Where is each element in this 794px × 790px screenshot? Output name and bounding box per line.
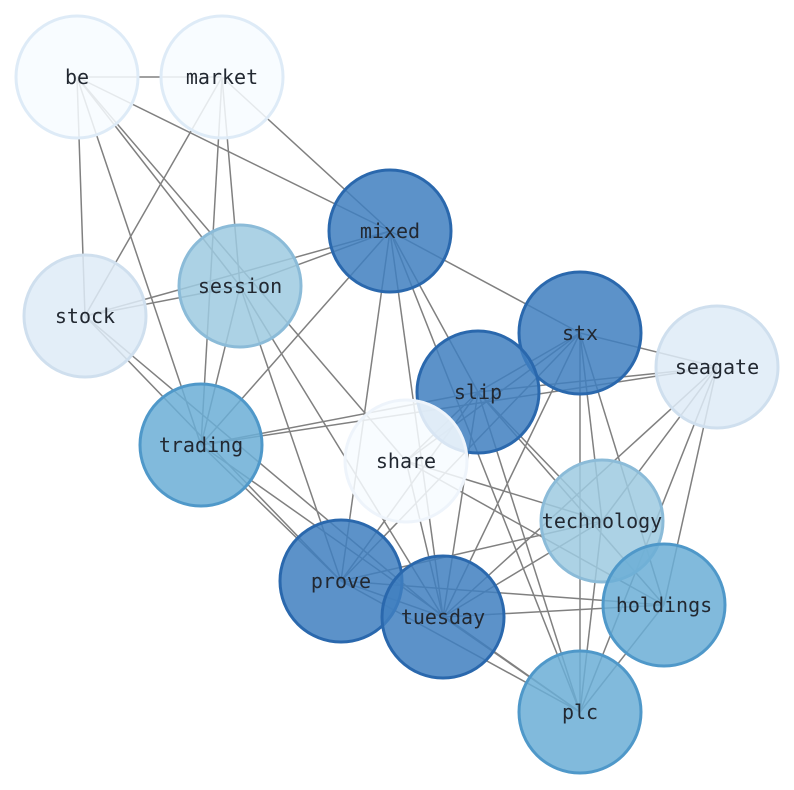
node-stx: stx: [517, 270, 643, 396]
node-label-seagate: seagate: [675, 355, 759, 379]
node-circle-holdings: [601, 542, 727, 668]
node-trading: trading: [138, 382, 264, 508]
node-label-holdings: holdings: [616, 593, 712, 617]
edge-session-tuesday: [239, 285, 444, 618]
node-plc: plc: [517, 649, 643, 775]
node-label-plc: plc: [562, 700, 598, 724]
node-session: session: [177, 223, 303, 349]
node-circle-seagate: [654, 304, 780, 430]
node-circle-be: [14, 14, 140, 140]
edge-mixed-plc: [389, 230, 581, 713]
node-circle-mixed: [327, 168, 453, 294]
node-label-share: share: [376, 449, 436, 473]
node-label-session: session: [198, 274, 282, 298]
node-stock: stock: [22, 253, 148, 379]
node-label-technology: technology: [542, 509, 662, 533]
nodes-layer: be market mixed session stock stx seagate slip t…: [14, 14, 780, 775]
node-circle-stock: [22, 253, 148, 379]
node-label-stock: stock: [55, 304, 115, 328]
node-circle-market: [159, 14, 285, 140]
node-be: be: [14, 14, 140, 140]
node-market: market: [159, 14, 285, 140]
node-label-trading: trading: [159, 433, 243, 457]
node-circle-plc: [517, 649, 643, 775]
node-label-mixed: mixed: [360, 219, 420, 243]
node-tuesday: tuesday: [380, 554, 506, 680]
node-label-tuesday: tuesday: [401, 605, 485, 629]
node-label-slip: slip: [454, 380, 502, 404]
node-label-market: market: [186, 65, 258, 89]
node-circle-trading: [138, 382, 264, 508]
node-label-prove: prove: [311, 569, 371, 593]
node-share: share: [343, 398, 469, 524]
node-circle-share: [343, 398, 469, 524]
node-label-be: be: [65, 65, 89, 89]
node-holdings: holdings: [601, 542, 727, 668]
node-label-stx: stx: [562, 321, 598, 345]
node-circle-stx: [517, 270, 643, 396]
node-mixed: mixed: [327, 168, 453, 294]
edge-be-trading: [76, 76, 202, 446]
node-circle-session: [177, 223, 303, 349]
node-seagate: seagate: [654, 304, 780, 430]
node-circle-tuesday: [380, 554, 506, 680]
